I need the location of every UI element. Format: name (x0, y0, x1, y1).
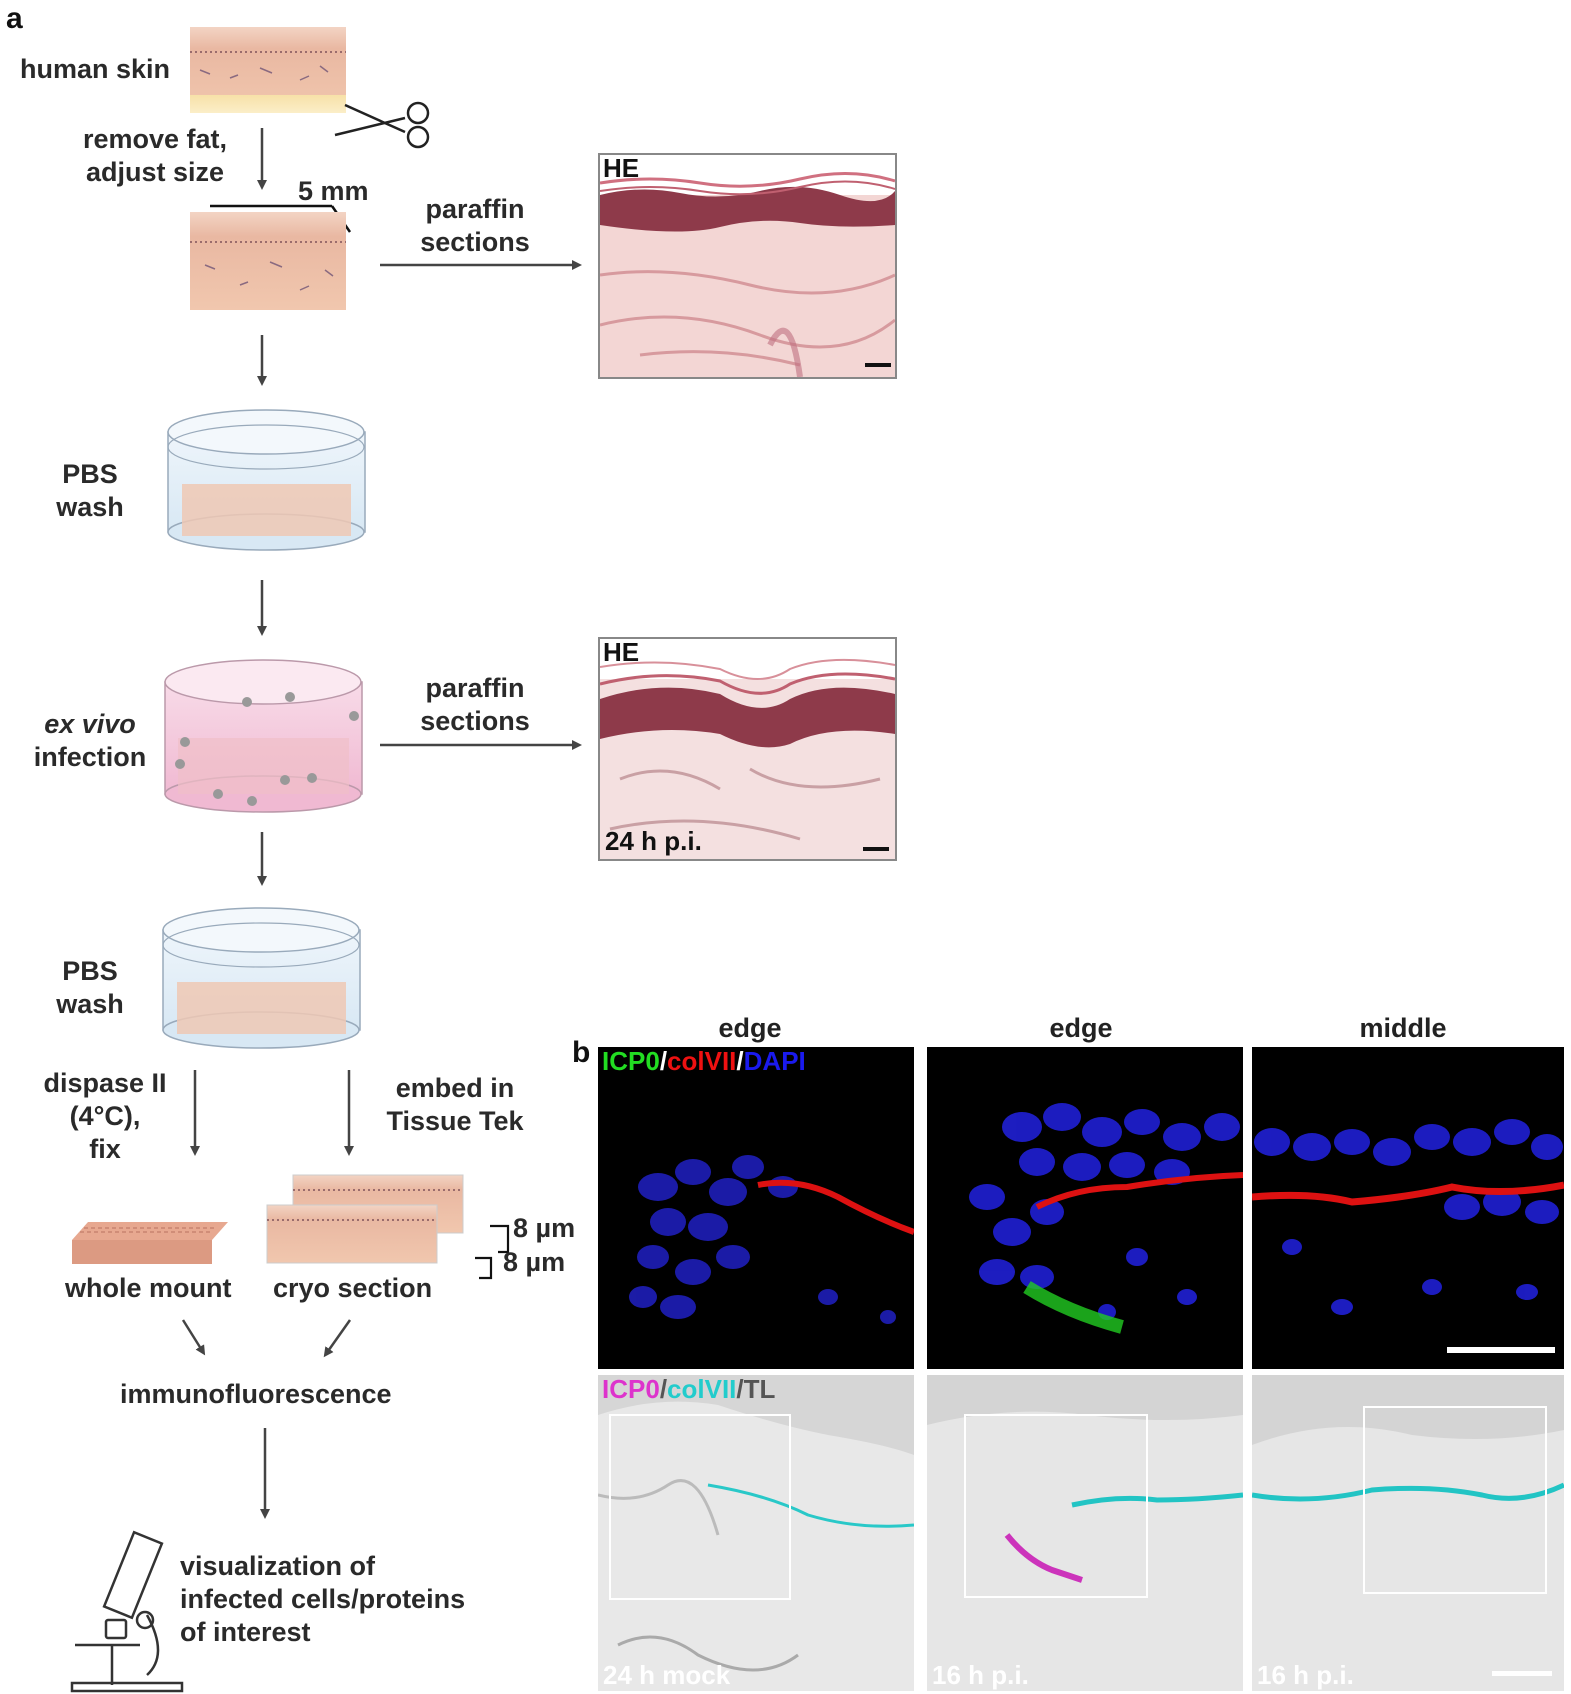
embed-line1: embed in (395, 1073, 515, 1103)
pbs-dish-icon (167, 409, 366, 551)
he-label-top: HE (603, 153, 640, 183)
legend-dapi: DAPI (743, 1047, 806, 1076)
tl-time-label-2: 16 h p.i. (932, 1660, 1029, 1690)
skin-block-icon (190, 27, 346, 113)
pbs-dish-2-icon (162, 907, 361, 1049)
pbs-2-line2: wash (56, 989, 124, 1019)
paraffin-1-line2: sections (420, 227, 530, 257)
remove-fat-label: remove fat, adjust size (50, 123, 260, 189)
pbs-wash-label-1: PBS wash (40, 458, 140, 524)
microscope-icon (70, 1530, 184, 1693)
dispase-line3: fix (89, 1134, 121, 1164)
ex-vivo-label: ex vivo infection (20, 708, 160, 774)
paraffin-2-line1: paraffin (425, 673, 525, 703)
human-skin-label: human skin (20, 54, 171, 84)
paraffin-label-1: paraffin sections (395, 193, 555, 259)
tl-time-label-1: 24 h mock (603, 1660, 731, 1690)
he-micrograph-bottom: HE 24 h p.i. (598, 637, 897, 861)
visual-line2: infected cells/proteins (180, 1584, 466, 1614)
fluorescence-legend: ICP0/colVII/DAPI (602, 1047, 806, 1077)
legend-tl-colvii: colVII (667, 1375, 737, 1404)
column-header-2: edge (1049, 1013, 1113, 1043)
legend-tl: TL (743, 1375, 776, 1404)
fluorescence-image-3 (1252, 1047, 1564, 1369)
pbs-2-line1: PBS (62, 956, 118, 986)
whole-mount-label: whole mount (65, 1273, 232, 1303)
fluorescence-image-1: ICP0/colVII/DAPI (598, 1047, 914, 1369)
he-micrograph-top: HE (598, 153, 897, 379)
legend-sep-2: / (736, 1047, 744, 1076)
column-header-1: edge (718, 1013, 782, 1043)
paraffin-label-2: paraffin sections (395, 672, 555, 738)
visualization-label: visualization of infected cells/proteins… (180, 1550, 465, 1649)
embed-label: embed in Tissue Tek (375, 1072, 535, 1138)
legend-tl-sep-1: / (659, 1375, 668, 1404)
ex-vivo-line2: infection (33, 742, 147, 772)
size-label: 5 mm (298, 176, 369, 206)
infection-dish-icon (164, 659, 363, 813)
pbs-wash-label-2: PBS wash (40, 955, 140, 1021)
pbs-1-line1: PBS (62, 459, 118, 489)
paraffin-1-line1: paraffin (425, 194, 525, 224)
column-header-3: middle (1359, 1013, 1447, 1043)
dispase-label: dispase II (4°C), fix (30, 1067, 180, 1166)
pbs-1-line2: wash (56, 492, 124, 522)
legend-colvii: colVII (667, 1047, 737, 1076)
ex-vivo-line1: ex vivo (44, 709, 136, 739)
trimmed-skin-icon (190, 212, 346, 310)
cryo-section-icon (266, 1174, 464, 1264)
dispase-line2: (4°C), (69, 1101, 141, 1131)
legend-icp0: ICP0 (602, 1047, 660, 1076)
tl-image-3: 16 h p.i. (1252, 1375, 1564, 1691)
tl-image-2: 16 h p.i. (927, 1375, 1243, 1691)
legend-tl-sep-2: / (736, 1375, 744, 1404)
panel-b-letter: b (572, 1036, 591, 1069)
he-label-bottom: HE (603, 637, 640, 667)
thickness-label-1: 8 µm (513, 1213, 576, 1243)
remove-fat-line2: adjust size (85, 157, 225, 187)
whole-mount-icon (72, 1222, 228, 1264)
fluorescence-image-2 (927, 1047, 1243, 1369)
immunofluorescence-label: immunofluorescence (120, 1379, 392, 1409)
paraffin-2-line2: sections (420, 706, 530, 736)
visual-line3: of interest (180, 1617, 311, 1647)
thickness-label-2: 8 µm (503, 1247, 566, 1277)
cryo-section-label: cryo section (273, 1273, 433, 1303)
he-time-label: 24 h p.i. (605, 826, 702, 856)
dispase-line1: dispase II (43, 1068, 167, 1098)
tl-legend: ICP0/colVII/TL (602, 1375, 775, 1405)
legend-sep-1: / (659, 1047, 668, 1076)
panel-a-letter: a (6, 2, 23, 35)
tl-image-1: ICP0/colVII/TL 24 h mock (598, 1375, 914, 1691)
legend-tl-icp0: ICP0 (602, 1375, 660, 1404)
remove-fat-line1: remove fat, (82, 124, 228, 154)
tl-time-label-3: 16 h p.i. (1257, 1660, 1354, 1690)
scissors-icon (334, 101, 430, 149)
visual-line1: visualization of (180, 1551, 376, 1581)
embed-line2: Tissue Tek (386, 1106, 524, 1136)
